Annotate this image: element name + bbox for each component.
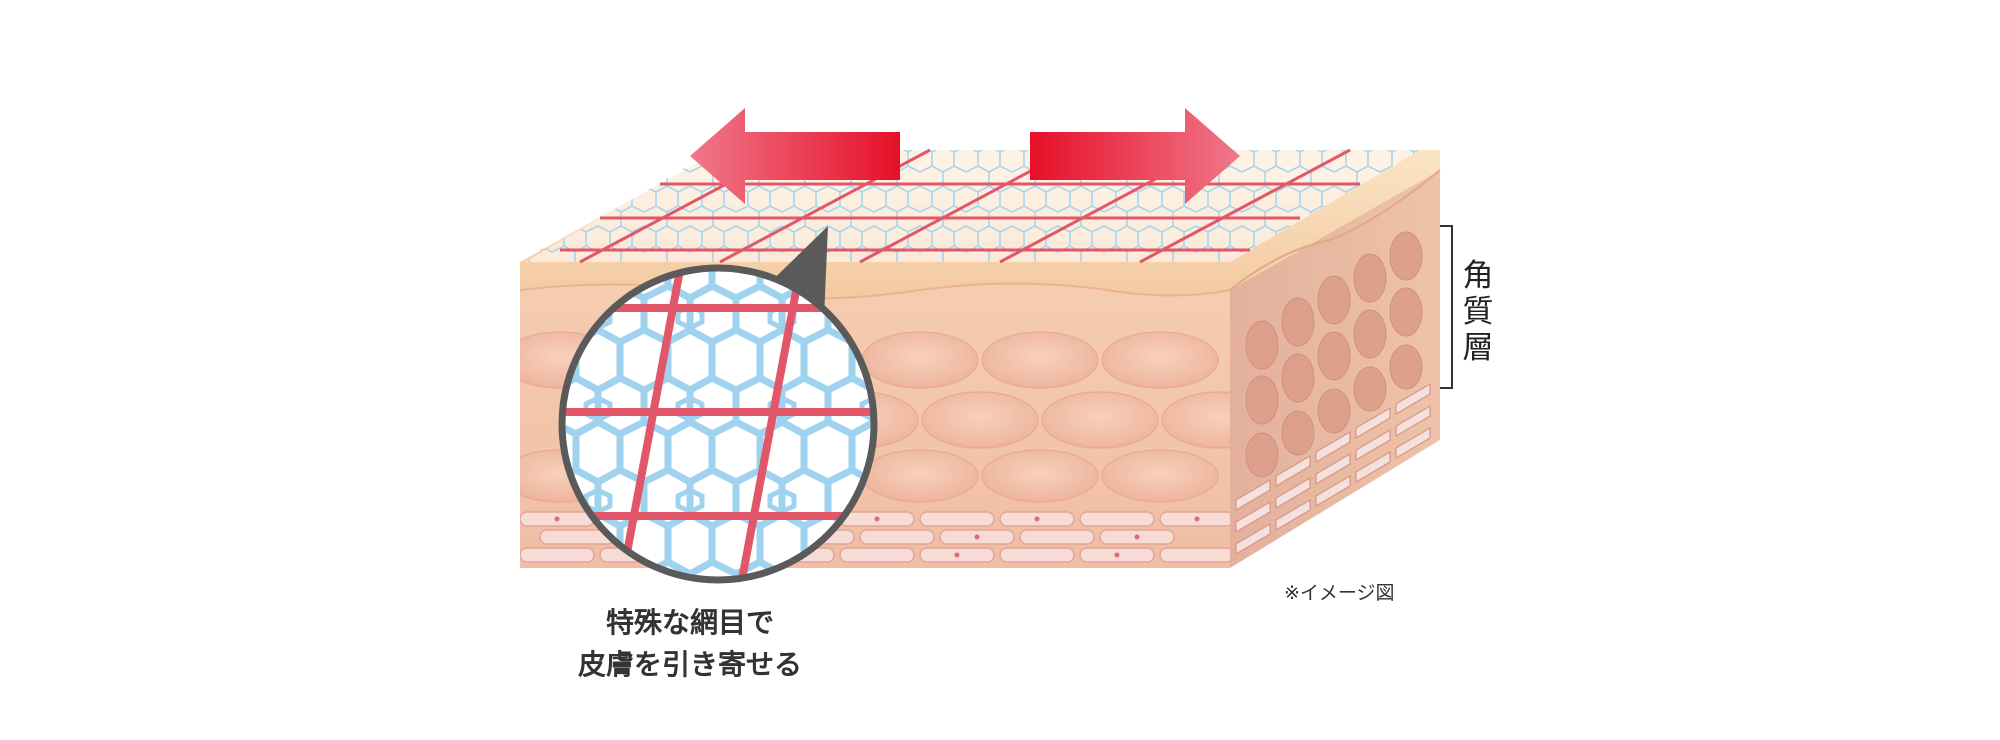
right-arrow-icon [1030, 108, 1240, 204]
lens-caption: 特殊な網目で 皮膚を引き寄せる [540, 602, 840, 686]
caption-line-2: 皮膚を引き寄せる [577, 648, 802, 681]
caption-line-1: 特殊な網目で [605, 606, 774, 639]
skin-side-face [1230, 170, 1440, 568]
magnified-mesh-lens [558, 264, 878, 584]
left-arrow-icon [690, 108, 900, 204]
image-note: ※イメージ図 [1284, 582, 1395, 604]
layer-bracket [1440, 225, 1453, 389]
stratum-corneum-label: 角質層 [1462, 258, 1494, 366]
